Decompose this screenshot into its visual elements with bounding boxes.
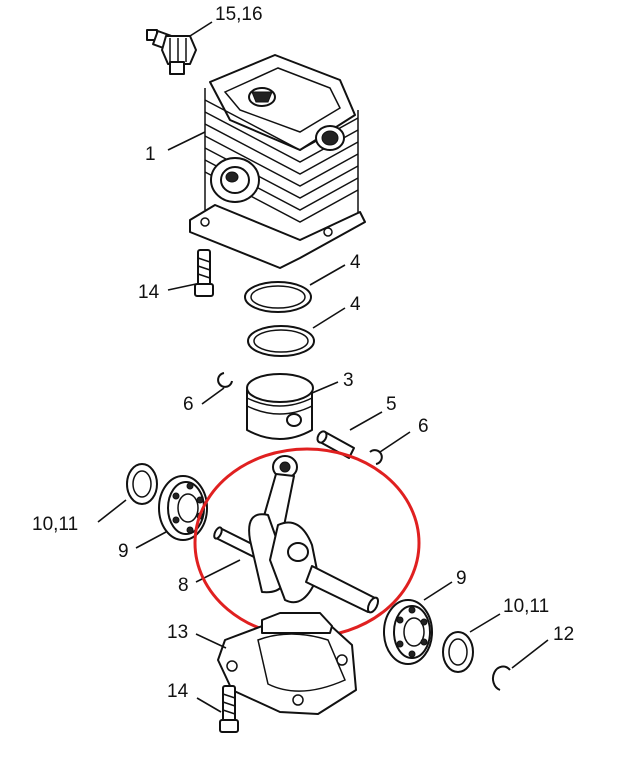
bearing-left [158, 475, 208, 541]
label-crankshaft: 8 [178, 575, 189, 596]
label-crankcase: 13 [167, 622, 188, 643]
bearing-right [383, 599, 433, 665]
label-bearing-right: 9 [456, 568, 467, 589]
leader-circlip-left [201, 387, 225, 405]
leader-seal-right [469, 613, 501, 633]
label-ring-lower: 4 [350, 294, 361, 315]
crankshaft [213, 455, 380, 614]
seal-right [442, 631, 474, 673]
label-piston: 3 [343, 370, 354, 391]
piston-ring-lower [247, 325, 315, 357]
label-circlip-right: 6 [418, 416, 429, 437]
label-ring-upper: 4 [350, 252, 361, 273]
label-seal-left: 10,11 [32, 514, 78, 535]
seal-left [126, 463, 158, 505]
leader-piston [311, 381, 339, 394]
label-bearing-left: 9 [118, 541, 129, 562]
spark-plug [146, 29, 197, 75]
label-seal-right: 10,11 [503, 596, 549, 617]
label-snap-ring: 12 [553, 624, 574, 645]
leader-circlip-right [379, 431, 411, 453]
leader-piston-pin [349, 411, 383, 431]
piston-pin [316, 430, 355, 459]
leader-seal-left [97, 499, 127, 523]
piston [246, 373, 314, 440]
leader-ring-lower [312, 307, 346, 329]
label-circlip-left: 6 [183, 394, 194, 415]
label-crankcase-bolt: 14 [167, 681, 189, 702]
label-cylinder: 1 [145, 144, 156, 165]
leader-bearing-right [423, 581, 453, 601]
snap-ring [492, 665, 511, 691]
crankcase-bolt [219, 685, 239, 733]
cylinder-bolt [194, 249, 214, 297]
leader-bearing-left [135, 531, 167, 549]
circlip-left [217, 372, 233, 388]
label-piston-pin: 5 [386, 394, 397, 415]
circlip-right [369, 449, 383, 465]
cylinder [189, 54, 366, 269]
leader-spark-plug [189, 21, 213, 37]
leader-crankcase-bolt [196, 697, 222, 713]
leader-cylinder-bolt [167, 283, 197, 291]
label-cylinder-bolt: 14 [138, 282, 160, 303]
leader-cylinder [167, 131, 206, 151]
crankcase [217, 612, 357, 715]
label-spark-plug: 15,16 [215, 4, 263, 25]
leader-ring-upper [309, 264, 346, 286]
leader-snap-ring [511, 639, 549, 669]
piston-ring-upper [244, 281, 312, 313]
leader-crankcase [195, 633, 227, 649]
